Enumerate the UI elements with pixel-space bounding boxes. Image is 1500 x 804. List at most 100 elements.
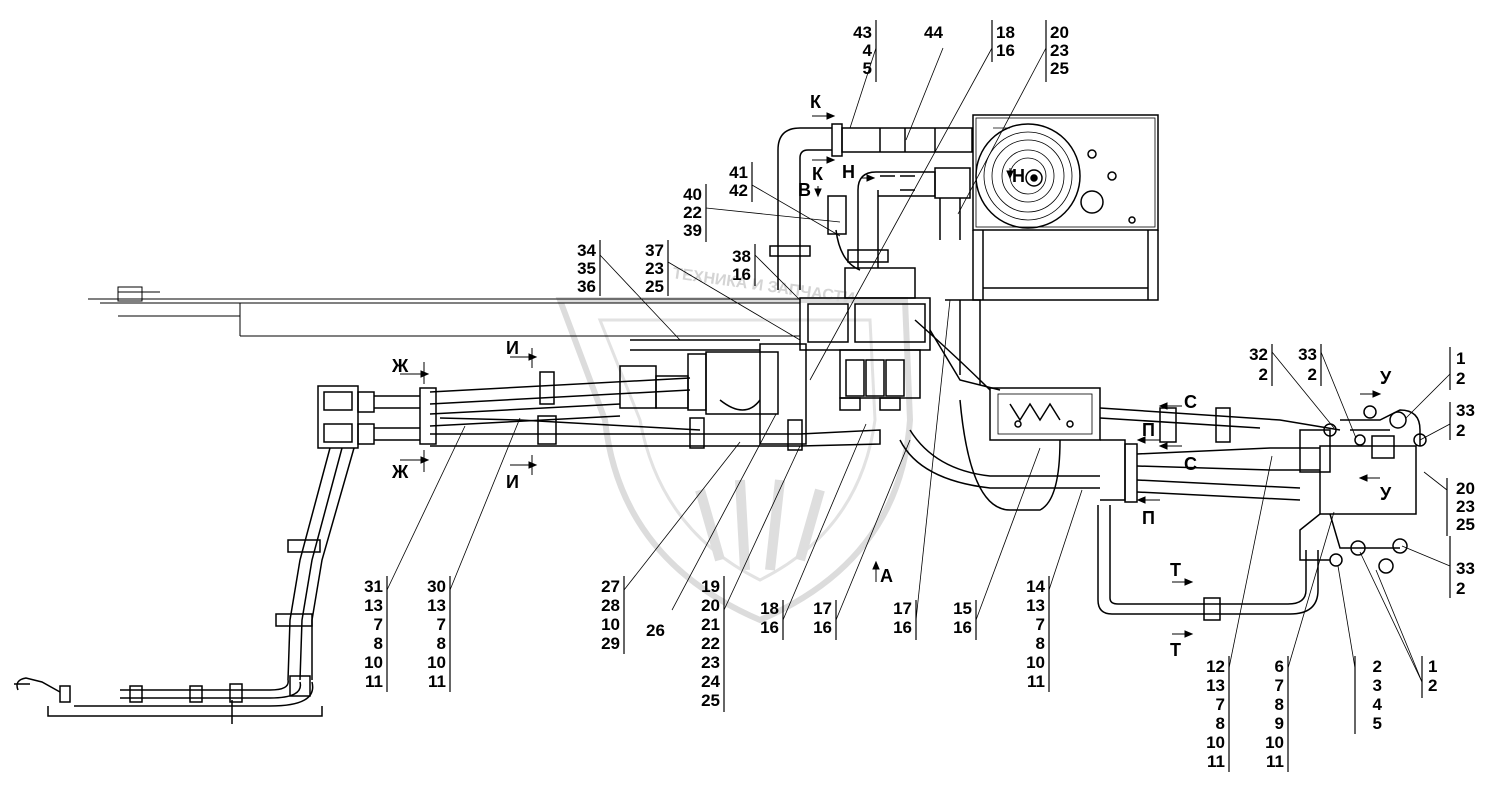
oil-tank [619, 339, 807, 445]
callout-31-line1: 13 [364, 596, 383, 615]
callout-1b-line0: 1 [1428, 657, 1437, 676]
callout-12-line1: 13 [1206, 676, 1225, 695]
view-letter-p-top: П [1142, 420, 1155, 440]
callout-43-line1: 4 [863, 41, 873, 60]
view-letter-u-bottom: У [1380, 484, 1392, 504]
leader-lines [386, 47, 1451, 683]
view-letter-k-top: К [810, 92, 822, 112]
view-letter-n-right: Н [1012, 166, 1025, 186]
callout-17a-line0: 17 [813, 599, 832, 618]
callout-12-line0: 12 [1206, 657, 1225, 676]
view-letter-zh-bottom: Ж [391, 462, 409, 482]
callout-34-line1: 35 [577, 259, 596, 278]
callout-bars [386, 20, 1451, 772]
view-letter-p-bottom: П [1142, 508, 1155, 528]
callout-2-line3: 5 [1373, 714, 1382, 733]
callout-41-line0: 41 [729, 163, 748, 182]
right-valve-block [1299, 405, 1427, 574]
view-letter-n-left: Н [842, 162, 855, 182]
callout-33b-line0: 33 [1456, 401, 1475, 420]
callout-20b-line1: 23 [1456, 497, 1475, 516]
callout-31-line3: 8 [374, 634, 383, 653]
callout-numbers: 43 4 5 44 18 16 20 23 25 41 42 40 22 39 … [364, 23, 1475, 771]
callout-38-line0: 38 [732, 247, 751, 266]
view-letter-i-bottom: И [506, 472, 519, 492]
cooler-unit [972, 114, 1159, 301]
callout-26: 26 [646, 621, 665, 640]
callout-32-line1: 2 [1259, 365, 1268, 384]
callout-14-line1: 13 [1026, 596, 1045, 615]
callout-30-line1: 13 [427, 596, 446, 615]
callout-12-line3: 8 [1216, 714, 1225, 733]
callout-6-line5: 11 [1266, 752, 1284, 771]
callout-27-line1: 28 [601, 596, 620, 615]
callout-18a-line0: 18 [996, 23, 1015, 42]
callout-30-line5: 11 [428, 672, 446, 691]
callout-15-line0: 15 [953, 599, 972, 618]
callout-19-line1: 20 [701, 596, 720, 615]
callout-14-line4: 10 [1026, 653, 1045, 672]
callout-38-line1: 16 [732, 265, 751, 284]
top-suction-pipe [769, 123, 973, 290]
callout-20b-line2: 25 [1456, 515, 1475, 534]
callout-18a-line1: 16 [996, 41, 1015, 60]
view-letter-k-mid: К [812, 164, 824, 184]
callout-15-line1: 16 [953, 618, 972, 637]
callout-40-line0: 40 [683, 185, 702, 204]
callout-30-line2: 7 [437, 615, 446, 634]
callout-41-line1: 42 [729, 181, 748, 200]
callout-32-line0: 32 [1249, 345, 1268, 364]
callout-37-line1: 23 [645, 259, 664, 278]
callout-30-line3: 8 [437, 634, 446, 653]
callout-20a-line0: 20 [1050, 23, 1069, 42]
view-letter-s-bottom: С [1184, 454, 1197, 474]
view-letter-u-top: У [1380, 368, 1392, 388]
left-coupler-block [317, 385, 437, 449]
callout-18b-line1: 16 [760, 618, 779, 637]
callout-19-line0: 19 [701, 577, 720, 596]
callout-31-line5: 11 [365, 672, 383, 691]
callout-43-line0: 43 [853, 23, 872, 42]
callout-12-line2: 7 [1216, 695, 1225, 714]
callout-12-line4: 10 [1206, 733, 1225, 752]
callout-44: 44 [924, 23, 943, 42]
view-letter-t-top: Т [1170, 560, 1181, 580]
main-hose-bundle [429, 371, 881, 451]
callout-1a-line0: 1 [1456, 349, 1465, 368]
callout-2-line0: 2 [1373, 657, 1382, 676]
callout-19-line5: 24 [701, 672, 720, 691]
callout-6-line1: 7 [1275, 676, 1284, 695]
callout-6-line2: 8 [1275, 695, 1284, 714]
callout-20b-line0: 20 [1456, 479, 1475, 498]
callout-1a-line1: 2 [1456, 369, 1465, 388]
view-letter-zh-top: Ж [391, 356, 409, 376]
callout-34-line0: 34 [577, 241, 596, 260]
callout-6-line4: 10 [1265, 733, 1284, 752]
section-arrows [400, 112, 1382, 638]
right-hose-network [899, 299, 1341, 621]
callout-6-line3: 9 [1275, 714, 1284, 733]
callout-14-line2: 7 [1036, 615, 1045, 634]
distributor-block [799, 195, 931, 411]
callout-37-line0: 37 [645, 241, 664, 260]
callout-27-line2: 10 [601, 615, 620, 634]
callout-31-line0: 31 [364, 577, 383, 596]
callout-37-line2: 25 [645, 277, 664, 296]
callout-20a-line1: 23 [1050, 41, 1069, 60]
callout-33a-line1: 2 [1308, 365, 1317, 384]
callout-31-line2: 7 [374, 615, 383, 634]
callout-6-line0: 6 [1275, 657, 1284, 676]
callout-33c-line1: 2 [1456, 579, 1465, 598]
callout-17b-line0: 17 [893, 599, 912, 618]
callout-34-line2: 36 [577, 277, 596, 296]
frame-rail [88, 286, 800, 337]
callout-31-line4: 10 [364, 653, 383, 672]
callout-14-line5: 11 [1027, 672, 1045, 691]
callout-19-line2: 21 [701, 615, 720, 634]
callout-27-line0: 27 [601, 577, 620, 596]
view-letter-t-bottom: Т [1170, 640, 1181, 660]
callout-12-line5: 11 [1207, 752, 1225, 771]
view-letter-a: А [880, 566, 893, 586]
